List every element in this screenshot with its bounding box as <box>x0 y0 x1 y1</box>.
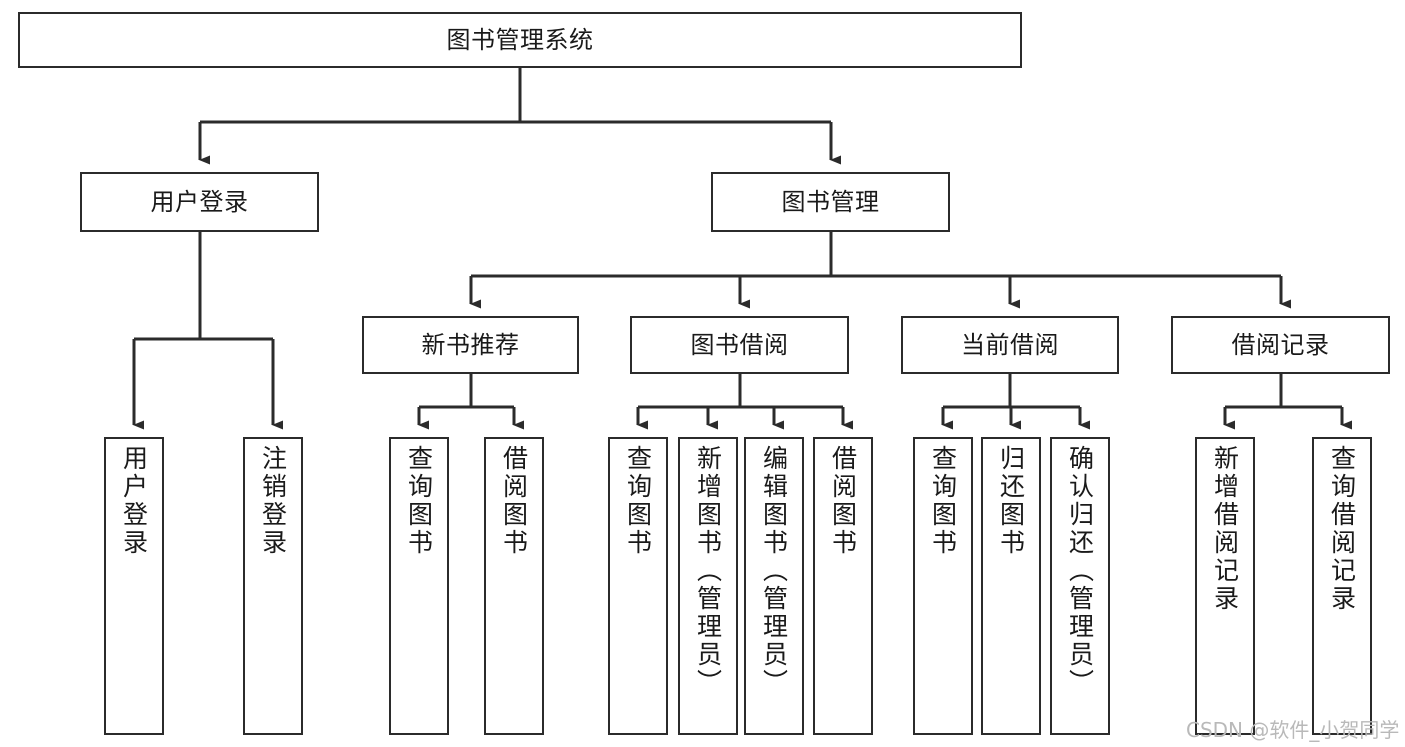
node-leaf-add-book[interactable]: 新增图书（管理员） <box>678 437 738 735</box>
node-records[interactable]: 借阅记录 <box>1171 316 1390 374</box>
node-current[interactable]: 当前借阅 <box>901 316 1119 374</box>
node-leaf-borrow-book-2[interactable]: 借阅图书 <box>813 437 873 735</box>
node-leaf-edit-book[interactable]: 编辑图书（管理员） <box>744 437 804 735</box>
node-newbook[interactable]: 新书推荐 <box>362 316 579 374</box>
node-label-leaf-query-book-3: 查询图书 <box>928 445 958 557</box>
node-label-login: 用户登录 <box>150 187 249 216</box>
node-label-leaf-user-logout: 注销登录 <box>258 445 288 557</box>
node-leaf-borrow-book-1[interactable]: 借阅图书 <box>484 437 544 735</box>
node-leaf-query-book-1[interactable]: 查询图书 <box>389 437 449 735</box>
node-login[interactable]: 用户登录 <box>80 172 319 232</box>
node-label-leaf-add-book: 新增图书（管理员） <box>693 445 723 697</box>
node-leaf-query-record[interactable]: 查询借阅记录 <box>1312 437 1372 735</box>
node-leaf-query-book-3[interactable]: 查询图书 <box>913 437 973 735</box>
node-label-leaf-borrow-book-2: 借阅图书 <box>828 445 858 557</box>
node-label-leaf-user-login: 用户登录 <box>119 445 149 557</box>
node-root[interactable]: 图书管理系统 <box>18 12 1022 68</box>
node-leaf-user-login[interactable]: 用户登录 <box>104 437 164 735</box>
node-label-borrow: 图书借阅 <box>690 330 789 359</box>
node-label-leaf-confirm-return: 确认归还（管理员） <box>1065 445 1095 697</box>
node-label-leaf-add-record: 新增借阅记录 <box>1210 445 1240 613</box>
node-leaf-query-book-2[interactable]: 查询图书 <box>608 437 668 735</box>
node-label-bookmgmt: 图书管理 <box>781 187 880 216</box>
node-label-leaf-return-book: 归还图书 <box>996 445 1026 557</box>
node-borrow[interactable]: 图书借阅 <box>630 316 849 374</box>
node-leaf-confirm-return[interactable]: 确认归还（管理员） <box>1050 437 1110 735</box>
node-label-records: 借阅记录 <box>1231 330 1330 359</box>
node-label-current: 当前借阅 <box>961 330 1059 359</box>
node-label-leaf-query-book-1: 查询图书 <box>404 445 434 557</box>
node-label-root: 图书管理系统 <box>446 25 594 54</box>
node-leaf-return-book[interactable]: 归还图书 <box>981 437 1041 735</box>
node-label-leaf-query-record: 查询借阅记录 <box>1327 445 1357 613</box>
node-label-leaf-borrow-book-1: 借阅图书 <box>499 445 529 557</box>
node-leaf-user-logout[interactable]: 注销登录 <box>243 437 303 735</box>
node-label-leaf-query-book-2: 查询图书 <box>623 445 653 557</box>
node-leaf-add-record[interactable]: 新增借阅记录 <box>1195 437 1255 735</box>
node-label-newbook: 新书推荐 <box>421 330 520 359</box>
node-bookmgmt[interactable]: 图书管理 <box>711 172 950 232</box>
node-label-leaf-edit-book: 编辑图书（管理员） <box>759 445 789 697</box>
